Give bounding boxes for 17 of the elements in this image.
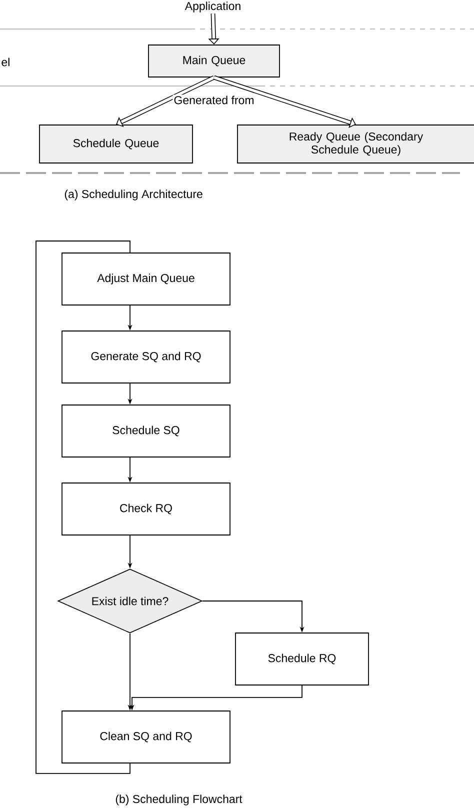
caption: (a) Scheduling Architecture (64, 190, 202, 200)
layer-label: el (2, 58, 10, 66)
queue-box: Schedule Queue (39, 124, 193, 164)
process-box: Clean SQ and RQ (62, 710, 230, 764)
process-box: Schedule RQ (235, 632, 369, 686)
process-box: Schedule SQ (62, 404, 230, 458)
process-box: Check RQ (62, 482, 230, 536)
loop-line (36, 240, 130, 774)
hollow-arrow (213, 75, 356, 128)
hollow-arrow (116, 75, 215, 127)
process-box: Generate SQ and RQ (62, 330, 230, 384)
queue-box: Main Queue (148, 44, 280, 78)
source-label: Application (184, 2, 240, 12)
edge-label: Generated from (172, 94, 256, 106)
queue-box: Ready Queue (Secondary Schedule Queue) (237, 124, 474, 164)
process-box: Adjust Main Queue (62, 252, 230, 306)
caption: (b) Scheduling Flowchart (116, 794, 242, 806)
